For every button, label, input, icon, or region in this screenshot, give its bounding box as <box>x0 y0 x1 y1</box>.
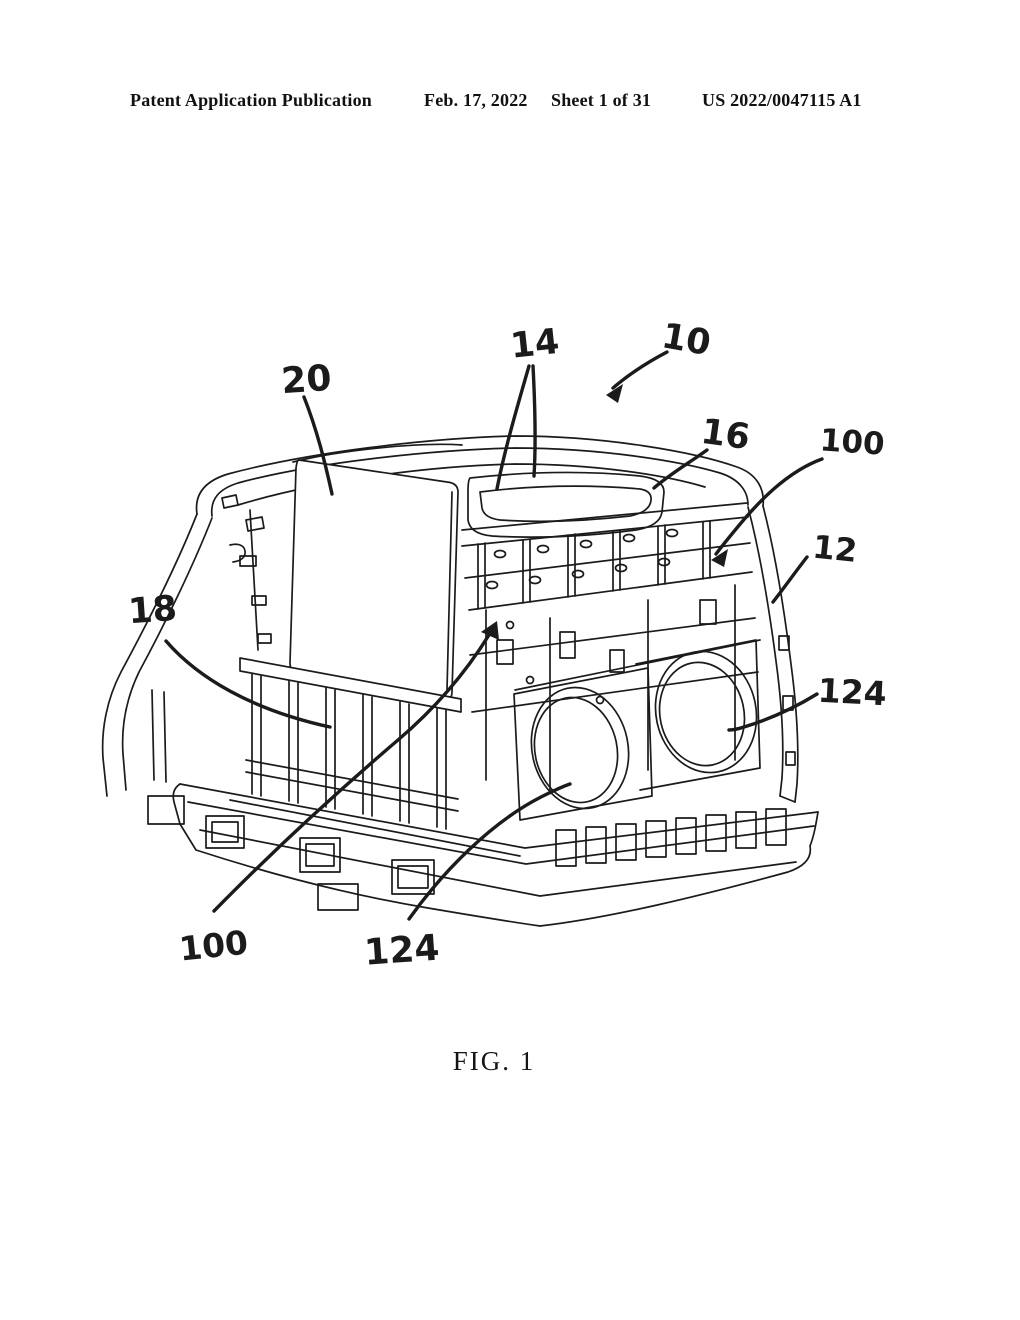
leader-100-upper <box>714 457 824 556</box>
leader-20 <box>302 395 334 496</box>
reference-labels: 20 14 10 16 100 12 124 18 100 124 <box>127 316 888 973</box>
leader-10 <box>611 350 669 390</box>
sheet-info: Sheet 1 of 31 <box>551 90 652 110</box>
leader-14-right <box>531 364 537 478</box>
front-frame-band <box>461 502 753 611</box>
machine-drawing <box>101 435 819 927</box>
machine-left-housing <box>101 513 272 797</box>
leader-12 <box>771 555 809 604</box>
leader-124-lower <box>407 782 572 921</box>
patent-number: US 2022/0047115 A1 <box>702 90 862 110</box>
leader-124-right <box>727 692 819 732</box>
leader-lines <box>164 350 824 921</box>
ref-label-124-lower: 124 <box>363 928 441 974</box>
front-door-panel <box>289 459 459 701</box>
ref-label-18: 18 <box>127 589 178 632</box>
ref-label-12: 12 <box>811 528 859 570</box>
arrowhead-100-upper <box>711 549 728 567</box>
ref-label-100-upper: 100 <box>819 422 886 462</box>
leader-14-left <box>495 364 531 491</box>
leader-18 <box>164 639 332 729</box>
machine-right-housing <box>747 505 799 803</box>
ref-label-124-right: 124 <box>817 671 888 714</box>
publication-title: Patent Application Publication <box>130 90 373 110</box>
leader-100-lower <box>212 628 494 913</box>
base-platform <box>147 783 819 927</box>
ref-label-20: 20 <box>280 358 333 402</box>
ref-label-16: 16 <box>699 412 753 458</box>
inner-frame <box>469 584 759 791</box>
publication-date: Feb. 17, 2022 <box>424 90 528 110</box>
machine-top-frame <box>195 435 765 651</box>
arrowhead-10 <box>606 384 623 403</box>
ref-label-100-lower: 100 <box>177 923 250 969</box>
arrowhead-100-lower <box>481 621 499 640</box>
spool-drum-left <box>513 667 653 821</box>
vent-slats <box>239 657 462 830</box>
leader-16 <box>652 448 709 490</box>
ref-label-14: 14 <box>509 322 562 367</box>
figure-caption: FIG. 1 <box>453 1046 536 1076</box>
leader-arrowheads <box>481 384 728 640</box>
ref-label-10: 10 <box>659 316 714 364</box>
spool-drum-right <box>514 639 761 791</box>
